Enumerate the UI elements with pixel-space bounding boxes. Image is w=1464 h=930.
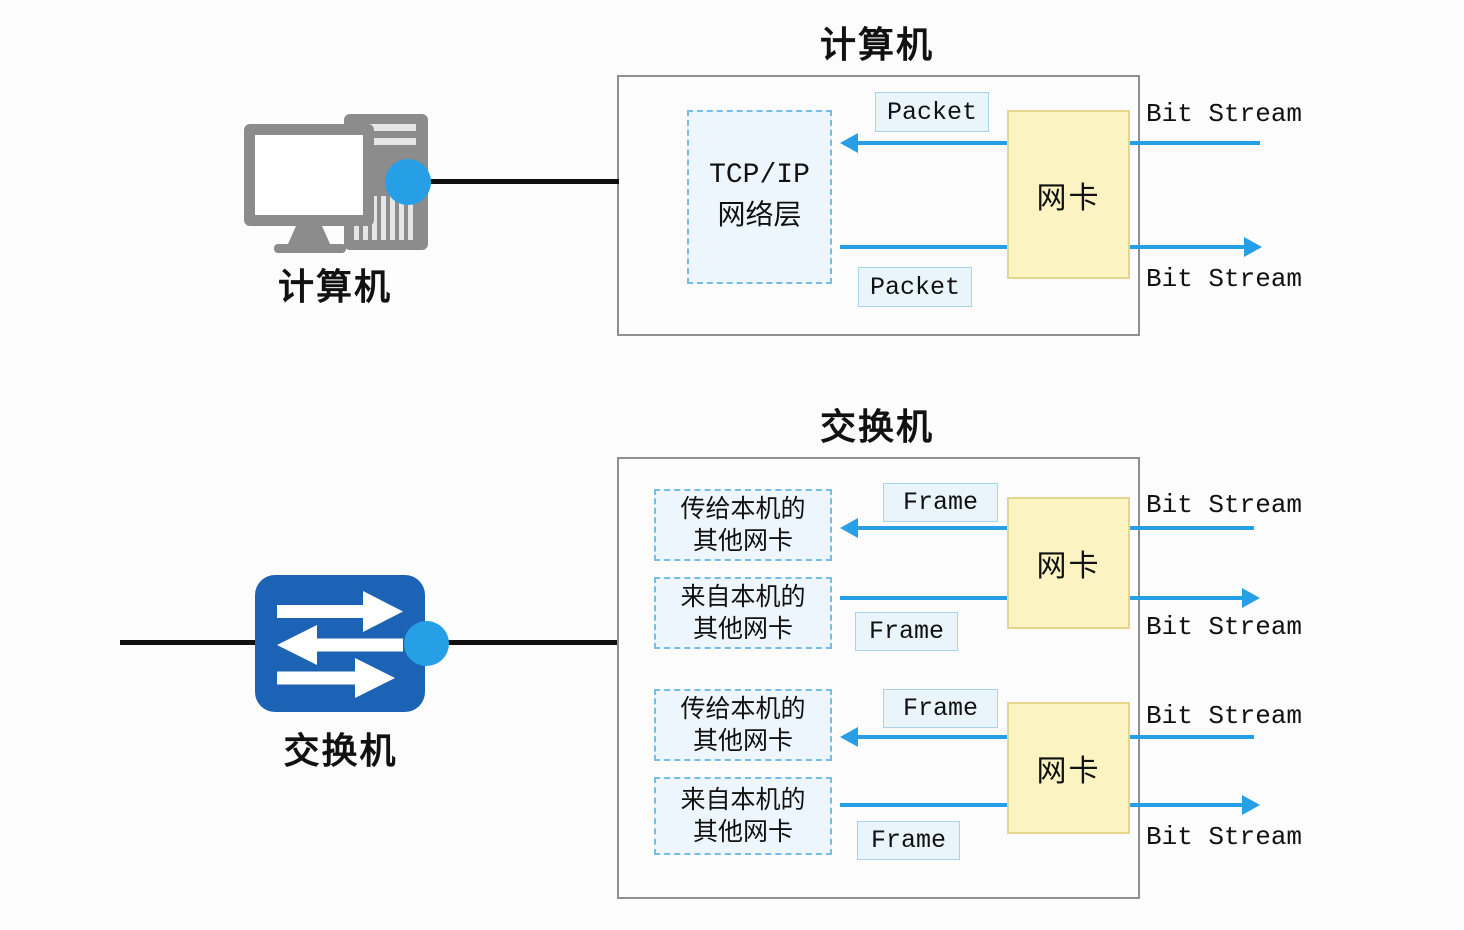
tcpip-line1: TCP/IP bbox=[709, 160, 810, 191]
bitstream-out-arrowhead-icon bbox=[1244, 237, 1262, 257]
switch-icon bbox=[255, 575, 425, 712]
g2-from-line1: 来自本机的 bbox=[680, 785, 806, 814]
tcpip-line2: 网络层 bbox=[717, 202, 802, 233]
g2-nic-box: 网卡 bbox=[1007, 702, 1130, 834]
g2-frame-out-label: Frame bbox=[857, 821, 960, 860]
computer-section-title: 计算机 bbox=[819, 24, 934, 65]
computer-bitstream-out-label: Bit Stream bbox=[1146, 264, 1303, 294]
packet-in-arrowhead-icon bbox=[840, 133, 858, 153]
computer-device-label: 计算机 bbox=[277, 266, 392, 307]
switch-box bbox=[617, 457, 1140, 899]
computer-port-dot bbox=[385, 159, 431, 205]
monitor-base bbox=[274, 244, 346, 253]
switch-left-connector-line bbox=[120, 640, 258, 645]
g2-deliver-line2: 其他网卡 bbox=[692, 727, 793, 755]
g2-frame-in-arrowhead-icon bbox=[840, 727, 858, 747]
switch-right-connector-line bbox=[423, 640, 617, 645]
g1-deliver-line1: 传给本机的 bbox=[680, 494, 806, 523]
g1-bitstream-out-label: Bit Stream bbox=[1146, 612, 1303, 642]
g2-deliver-line1: 传给本机的 bbox=[680, 694, 806, 723]
tower-slot bbox=[356, 138, 416, 145]
computer-box bbox=[617, 75, 1140, 336]
computer-connector-line bbox=[418, 179, 619, 184]
g1-deliver-line2: 其他网卡 bbox=[692, 527, 793, 555]
computer-icon bbox=[244, 114, 431, 253]
g1-bitstream-in-label: Bit Stream bbox=[1146, 490, 1303, 520]
g1-frame-out-label: Frame bbox=[855, 612, 958, 651]
g2-frame-in-label: Frame bbox=[883, 689, 998, 728]
computer-nic-box: 网卡 bbox=[1007, 110, 1130, 279]
g1-deliver-box: 传给本机的 其他网卡 bbox=[654, 489, 832, 561]
g2-from-box: 来自本机的 其他网卡 bbox=[654, 777, 832, 855]
g1-frame-in-label: Frame bbox=[883, 483, 998, 522]
switch-device-label: 交换机 bbox=[283, 730, 398, 771]
g1-from-line2: 其他网卡 bbox=[692, 615, 793, 643]
g1-from-line1: 来自本机的 bbox=[680, 582, 806, 611]
g1-nic-box: 网卡 bbox=[1007, 497, 1130, 629]
g1-bitstream-out-arrowhead-icon bbox=[1242, 588, 1260, 608]
monitor-stand bbox=[288, 226, 330, 244]
g1-frame-in-arrowhead-icon bbox=[840, 518, 858, 538]
packet-out-label: Packet bbox=[858, 267, 972, 307]
g1-from-box: 来自本机的 其他网卡 bbox=[654, 577, 832, 649]
switch-section-title: 交换机 bbox=[819, 406, 934, 447]
switch-port-dot bbox=[404, 621, 449, 666]
g2-from-line2: 其他网卡 bbox=[692, 818, 793, 846]
tower-slot bbox=[356, 124, 416, 131]
g2-bitstream-out-arrowhead-icon bbox=[1242, 795, 1260, 815]
packet-in-label: Packet bbox=[875, 92, 989, 132]
monitor-screen bbox=[255, 135, 363, 215]
g2-bitstream-in-label: Bit Stream bbox=[1146, 701, 1303, 731]
g2-bitstream-out-label: Bit Stream bbox=[1146, 822, 1303, 852]
computer-bitstream-in-label: Bit Stream bbox=[1146, 99, 1303, 129]
tcpip-layer-box: TCP/IP 网络层 bbox=[687, 110, 832, 284]
g2-deliver-box: 传给本机的 其他网卡 bbox=[654, 689, 832, 761]
switch-arrows-icon bbox=[277, 591, 403, 698]
